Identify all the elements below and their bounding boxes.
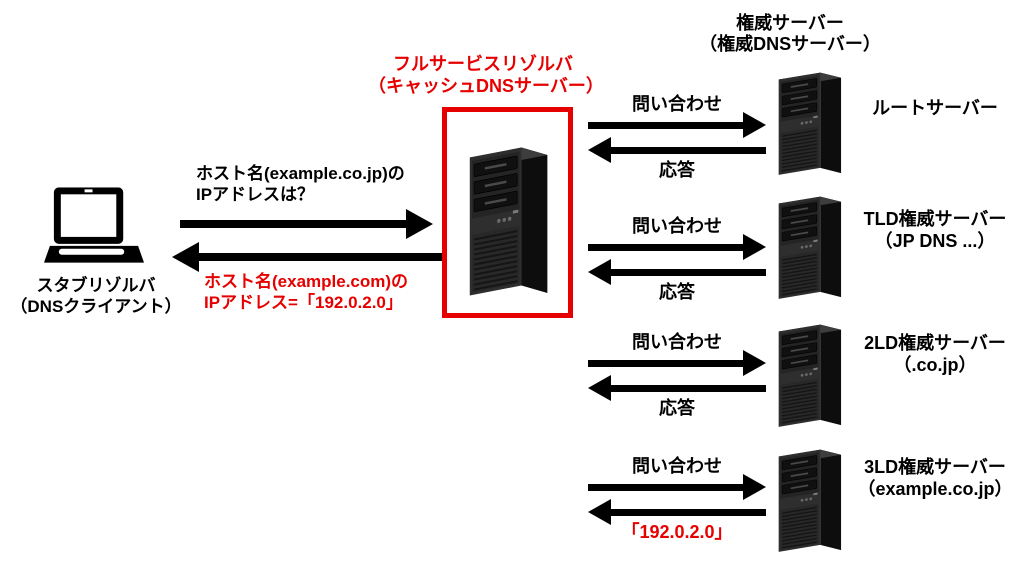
flow-3ld-server: 問い合わせ 「192.0.2.0」	[588, 452, 766, 544]
resolver-server-tower-icon	[459, 140, 556, 298]
query-arrow	[588, 474, 766, 500]
resolver-title-line1: フルサービスリゾルバ	[393, 54, 573, 74]
arrow-shaft	[588, 244, 745, 251]
server-label-root: ルートサーバー	[846, 97, 1024, 119]
response-label: 応答	[659, 160, 695, 180]
server-label-line2: （JP DNS ...）	[874, 231, 996, 251]
query-label: 問い合わせ	[632, 332, 722, 352]
authoritative-title-line1: 権威サーバー	[736, 13, 844, 33]
arrow-shaft	[609, 147, 766, 154]
response-arrow	[588, 375, 766, 401]
server-label-tld: TLD権威サーバー （JP DNS ...）	[846, 208, 1024, 252]
server-label-line1: 2LD権威サーバー	[864, 333, 1006, 353]
arrow-shaft	[609, 385, 766, 392]
server-label-line2: （example.co.jp）	[857, 479, 1013, 499]
flow-2ld-server: 問い合わせ 応答	[588, 328, 766, 420]
arrow-left-head-icon	[588, 259, 611, 285]
query-arrow	[588, 112, 766, 138]
arrow-shaft	[609, 269, 766, 276]
arrow-left-head-icon	[172, 242, 199, 272]
arrow-right-head-icon	[743, 234, 766, 260]
arrow-shaft	[588, 484, 745, 491]
response-label: 「192.0.2.0」	[621, 522, 733, 542]
arrow-shaft	[180, 220, 408, 228]
client-query-text: ホスト名(example.co.jp)の IPアドレスは？	[196, 163, 405, 205]
arrow-right-head-icon	[743, 474, 766, 500]
stub-resolver-label-line1: スタブリゾルバ	[36, 276, 156, 295]
server-label-2ld: 2LD権威サーバー （.co.jp）	[846, 332, 1024, 376]
server-tower-icon	[770, 190, 848, 302]
server-label-line1: TLD権威サーバー	[863, 209, 1007, 229]
response-arrow	[588, 499, 766, 525]
arrow-left-head-icon	[588, 137, 611, 163]
resolver-highlight-box	[442, 107, 573, 318]
full-service-resolver-title: フルサービスリゾルバ （キャッシュDNSサーバー）	[368, 53, 604, 97]
arrow-shaft	[588, 122, 745, 129]
arrow-left-head-icon	[588, 375, 611, 401]
server-label-3ld: 3LD権威サーバー （example.co.jp）	[846, 456, 1024, 500]
stub-resolver-label: スタブリゾルバ （DNSクライアント）	[0, 275, 198, 317]
client-answer-arrow	[172, 242, 443, 272]
query-arrow	[588, 350, 766, 376]
server-tower-icon	[770, 443, 848, 555]
client-query-line1: ホスト名(example.co.jp)の	[196, 164, 405, 183]
query-label: 問い合わせ	[632, 216, 722, 236]
arrow-left-head-icon	[588, 499, 611, 525]
flow-tld-server: 問い合わせ 応答	[588, 212, 766, 304]
server-label-line1: 3LD権威サーバー	[864, 457, 1006, 477]
client-answer-line1: ホスト名(example.com)の	[204, 272, 409, 291]
client-query-arrow	[180, 209, 433, 239]
flow-root-server: 問い合わせ 応答	[588, 90, 766, 182]
arrow-right-head-icon	[743, 112, 766, 138]
response-label: 応答	[659, 282, 695, 302]
client-answer-line2: IPアドレス=「192.0.2.0」	[204, 293, 403, 312]
response-arrow	[588, 137, 766, 163]
stub-resolver-label-line2: （DNSクライアント）	[10, 297, 182, 316]
arrow-shaft	[609, 509, 766, 516]
query-arrow	[588, 234, 766, 260]
client-answer-text: ホスト名(example.com)の IPアドレス=「192.0.2.0」	[204, 271, 408, 313]
arrow-shaft	[588, 360, 745, 367]
server-label-line2: （.co.jp）	[893, 355, 977, 375]
arrow-shaft	[197, 253, 443, 261]
query-label: 問い合わせ	[632, 94, 722, 114]
server-label-line1: ルートサーバー	[872, 98, 998, 118]
resolver-title-line2: （キャッシュDNSサーバー）	[368, 76, 604, 96]
response-arrow	[588, 259, 766, 285]
arrow-right-head-icon	[743, 350, 766, 376]
server-tower-icon	[770, 66, 848, 178]
query-label: 問い合わせ	[632, 456, 722, 476]
response-label: 応答	[659, 398, 695, 418]
authoritative-servers-title: 権威サーバー （権威DNSサーバー）	[675, 13, 905, 55]
laptop-icon	[42, 187, 146, 267]
client-query-line2: IPアドレスは？	[196, 185, 315, 204]
server-tower-icon	[770, 318, 848, 430]
arrow-right-head-icon	[406, 209, 433, 239]
authoritative-title-line2: （権威DNSサーバー）	[699, 34, 881, 54]
